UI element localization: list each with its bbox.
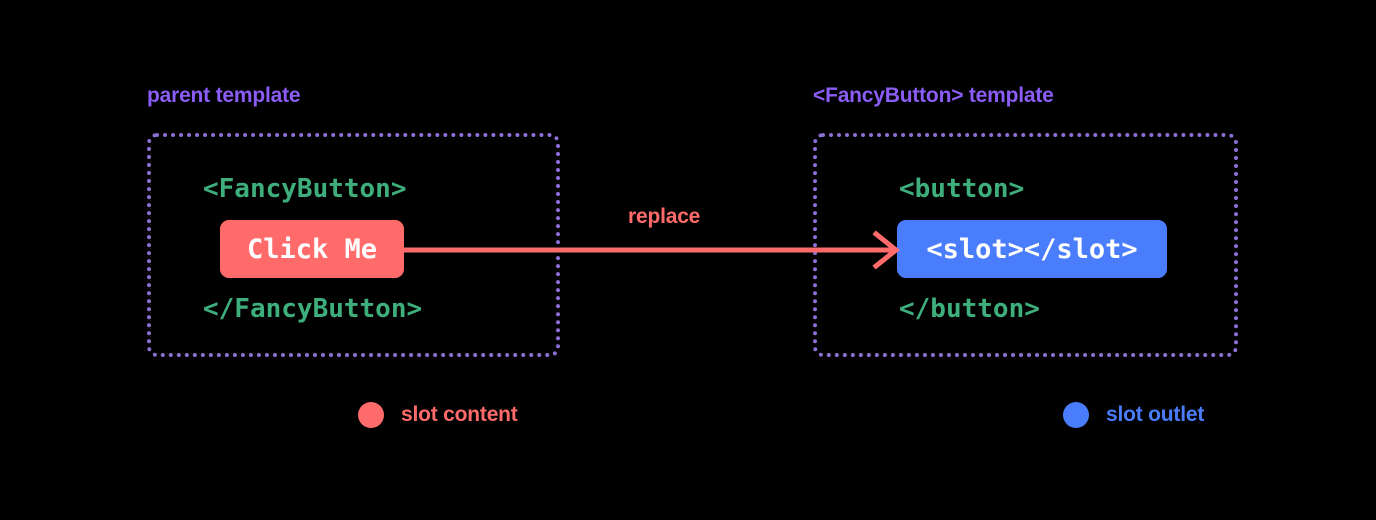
fancybutton-template-label: <FancyButton> template — [813, 84, 1054, 107]
code-line-open-button: <button> — [899, 174, 1025, 204]
legend-item-slot-outlet: slot outlet — [1063, 402, 1204, 428]
fancybutton-template-panel — [813, 133, 1238, 357]
arrow-right-icon — [404, 230, 901, 270]
legend-label-slot-content: slot content — [401, 403, 518, 426]
legend-item-slot-content: slot content — [358, 402, 518, 428]
code-line-close-fancybutton: </FancyButton> — [203, 294, 423, 324]
legend-label-slot-outlet: slot outlet — [1106, 403, 1205, 426]
code-line-open-fancybutton: <FancyButton> — [203, 174, 407, 204]
circle-icon — [358, 402, 384, 428]
slot-content-chip[interactable]: Click Me — [220, 220, 404, 278]
parent-template-label: parent template — [147, 84, 301, 107]
slot-outlet-chip[interactable]: <slot></slot> — [897, 220, 1167, 278]
replace-label: replace — [628, 205, 701, 228]
circle-icon — [1063, 402, 1089, 428]
code-line-close-button: </button> — [899, 294, 1040, 324]
parent-template-panel — [147, 133, 560, 357]
